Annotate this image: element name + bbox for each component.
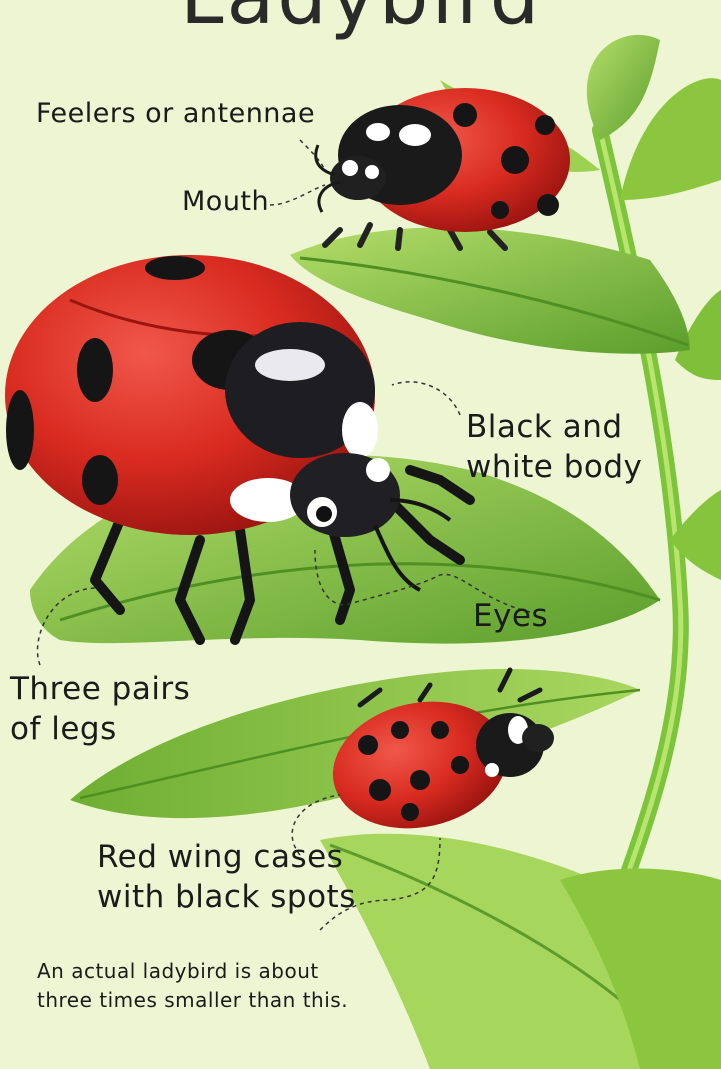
pointer-feelers <box>300 140 325 170</box>
ladybird-small-top <box>316 88 570 248</box>
pointer-mouth <box>270 185 325 205</box>
label-mouth: Mouth <box>182 185 269 220</box>
label-eyes: Eyes <box>473 597 548 637</box>
page-title: Ladybird <box>180 0 542 48</box>
label-body: Black and white body <box>466 408 642 487</box>
label-wing-cases: Red wing cases with black spots <box>97 838 356 917</box>
label-legs: Three pairs of legs <box>10 670 190 749</box>
pointer-body <box>392 382 460 415</box>
label-feelers: Feelers or antennae <box>36 97 315 132</box>
leaf-top-right <box>587 35 660 140</box>
size-note: An actual ladybird is about three times … <box>37 957 348 1015</box>
